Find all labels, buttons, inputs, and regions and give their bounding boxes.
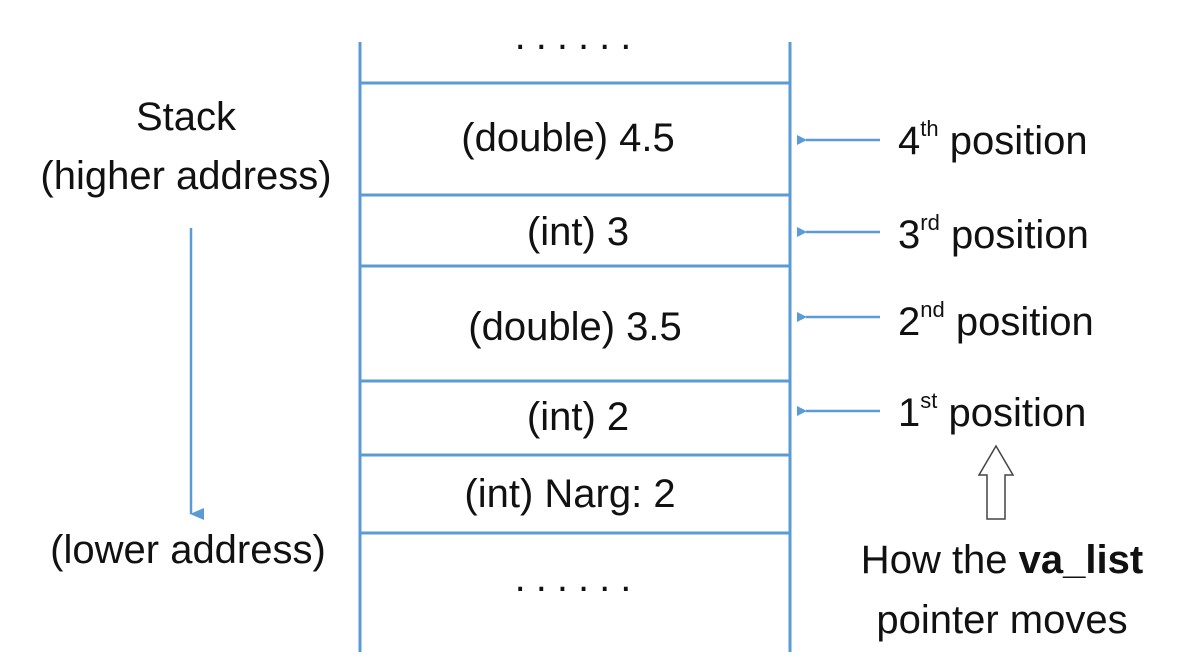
position-label-3: 3rd position xyxy=(898,210,1089,257)
stack-cell-double-3-5: (double) 3.5 xyxy=(468,305,682,349)
stack-cell-double-4-5: (double) 4.5 xyxy=(461,116,675,160)
position-label-1: 1st position xyxy=(898,388,1087,435)
stack-ellipsis-top: ...... xyxy=(514,14,642,58)
pointer-move-up-arrow xyxy=(977,444,1015,520)
stack-cell-int-3: (int) 3 xyxy=(526,210,630,254)
va-list-caption-line2: pointer moves xyxy=(876,598,1128,642)
higher-address-label: (higher address) xyxy=(40,154,332,198)
stack-ellipsis-bottom: ...... xyxy=(514,556,642,600)
stack-label: Stack xyxy=(135,95,237,139)
va-list-caption-line1: How the va_list xyxy=(860,538,1144,582)
position-label-2: 2nd position xyxy=(898,297,1094,344)
va-list-keyword: va_list xyxy=(1018,538,1144,582)
stack-cell-int-2: (int) 2 xyxy=(526,395,630,439)
lower-address-label: (lower address) xyxy=(50,528,326,572)
position-label-4: 4th position xyxy=(898,116,1088,163)
stack-cell-narg: (int) Narg: 2 xyxy=(464,472,676,516)
